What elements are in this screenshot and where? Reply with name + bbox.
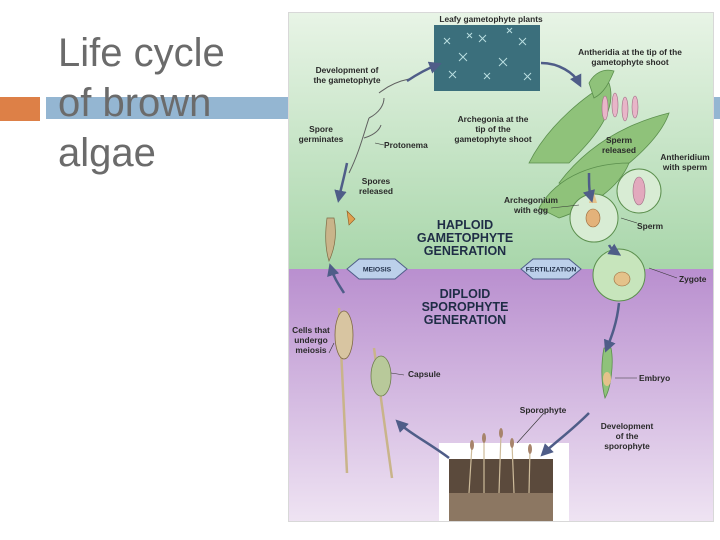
meiosis-pill: MEIOSIS: [346, 258, 408, 280]
diploid-generation-label: DIPLOID SPOROPHYTE GENERATION: [422, 287, 509, 327]
label-sperm: Sperm: [637, 221, 663, 231]
capsule-release-illustration: [325, 210, 356, 262]
label-sporophyte: Sporophyte: [520, 405, 567, 415]
embryo-illustration: [601, 347, 613, 400]
antheridium-closeup: [616, 168, 662, 214]
label-antheridia-1: Antheridia at the tip of the: [578, 47, 682, 57]
diploid-line-2: SPOROPHYTE: [422, 300, 509, 314]
label-dev-sporophyte-2: of the: [616, 431, 639, 441]
protonema-illustration: [348, 78, 410, 174]
life-cycle-figure: MEIOSIS FERTILIZATION HAPLOID GAMETOPHYT…: [288, 12, 714, 522]
label-antheridium-1: Antheridium: [660, 152, 709, 162]
label-spore-germinates-1: Spore: [309, 124, 333, 134]
meiosis-label: MEIOSIS: [363, 267, 392, 274]
haploid-line-3: GENERATION: [424, 244, 506, 258]
label-cells-meiosis-3: meiosis: [295, 345, 327, 355]
accent-gap: [44, 97, 46, 121]
leader-lines: [328, 142, 678, 444]
diploid-line-3: GENERATION: [424, 313, 506, 327]
meiosis-capsule-illustration: [334, 307, 394, 479]
haploid-line-1: HAPLOID: [437, 218, 493, 232]
label-development-2: the gametophyte: [313, 75, 380, 85]
label-development-1: Development of: [316, 65, 379, 75]
slide-title: Life cycle of brown algae: [58, 31, 225, 175]
fertilization-pill: FERTILIZATION: [520, 258, 582, 280]
label-spores-released-1: Spores: [362, 176, 391, 186]
label-capsule: Capsule: [408, 369, 441, 379]
label-sperm-released-2: released: [602, 145, 636, 155]
label-archegonium-2: with egg: [513, 205, 548, 215]
fertilization-label: FERTILIZATION: [526, 267, 577, 274]
label-zygote: Zygote: [679, 274, 707, 284]
haploid-line-2: GAMETOPHYTE: [417, 231, 513, 245]
label-antheridia-2: gametophyte shoot: [591, 57, 668, 67]
label-archegonia-1: Archegonia at the: [458, 114, 529, 124]
label-archegonium-1: Archegonium: [504, 195, 558, 205]
label-spore-germinates-2: germinates: [299, 134, 344, 144]
label-archegonia-3: gametophyte shoot: [454, 134, 531, 144]
label-leafy: Leafy gametophyte plants: [439, 14, 543, 24]
label-dev-sporophyte-1: Development: [601, 421, 654, 431]
label-dev-sporophyte-3: sporophyte: [604, 441, 650, 451]
zygote-illustration: [592, 248, 646, 302]
label-archegonia-2: tip of the: [475, 124, 511, 134]
accent-bar-orange: [0, 97, 40, 121]
leafy-gametophyte-photo: [434, 25, 540, 91]
diagram-labels: Leafy gametophyte plants Antheridia at t…: [292, 14, 710, 451]
cycle-arrows: [327, 61, 622, 460]
life-cycle-diagram: MEIOSIS FERTILIZATION HAPLOID GAMETOPHYT…: [289, 13, 713, 521]
antheridia-illustration: [601, 92, 639, 122]
label-embryo: Embryo: [639, 373, 670, 383]
sporophyte-photo: [449, 428, 553, 521]
label-cells-meiosis-2: undergo: [294, 335, 328, 345]
haploid-generation-label: HAPLOID GAMETOPHYTE GENERATION: [417, 218, 513, 258]
diploid-line-1: DIPLOID: [440, 287, 491, 301]
label-cells-meiosis-1: Cells that: [292, 325, 330, 335]
label-spores-released-2: released: [359, 186, 393, 196]
label-antheridium-2: with sperm: [662, 162, 707, 172]
label-sperm-released-1: Sperm: [606, 135, 632, 145]
label-protonema: Protonema: [384, 140, 428, 150]
